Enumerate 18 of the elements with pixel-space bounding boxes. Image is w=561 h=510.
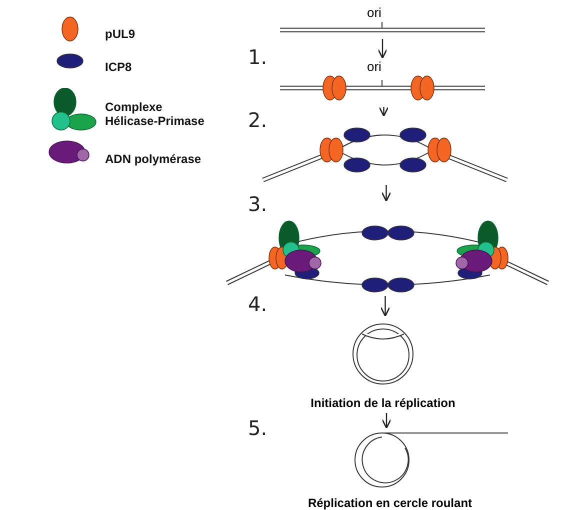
arrow xyxy=(381,185,392,202)
step-number: 4. xyxy=(248,292,268,316)
legend-label: pUL9 xyxy=(105,27,136,41)
arrow xyxy=(380,296,390,317)
stage-caption: Réplication en cercle roulant xyxy=(306,496,474,510)
legend-label: ICP8 xyxy=(105,60,133,74)
stage-caption: Initiation de la réplication xyxy=(310,396,456,410)
step-number: 1. xyxy=(248,45,268,69)
step-number: 5. xyxy=(248,416,268,440)
ori-label: ori xyxy=(367,60,382,74)
step-number: 2. xyxy=(248,108,268,132)
ori-label: ori xyxy=(367,6,382,20)
step-number: 3. xyxy=(248,192,268,216)
legend-label: ADN polymérase xyxy=(105,152,202,166)
arrow xyxy=(378,39,388,59)
arrow xyxy=(382,413,392,429)
arrow xyxy=(378,106,389,117)
legend-label: Complexe Hélicase-Primase xyxy=(105,100,206,128)
